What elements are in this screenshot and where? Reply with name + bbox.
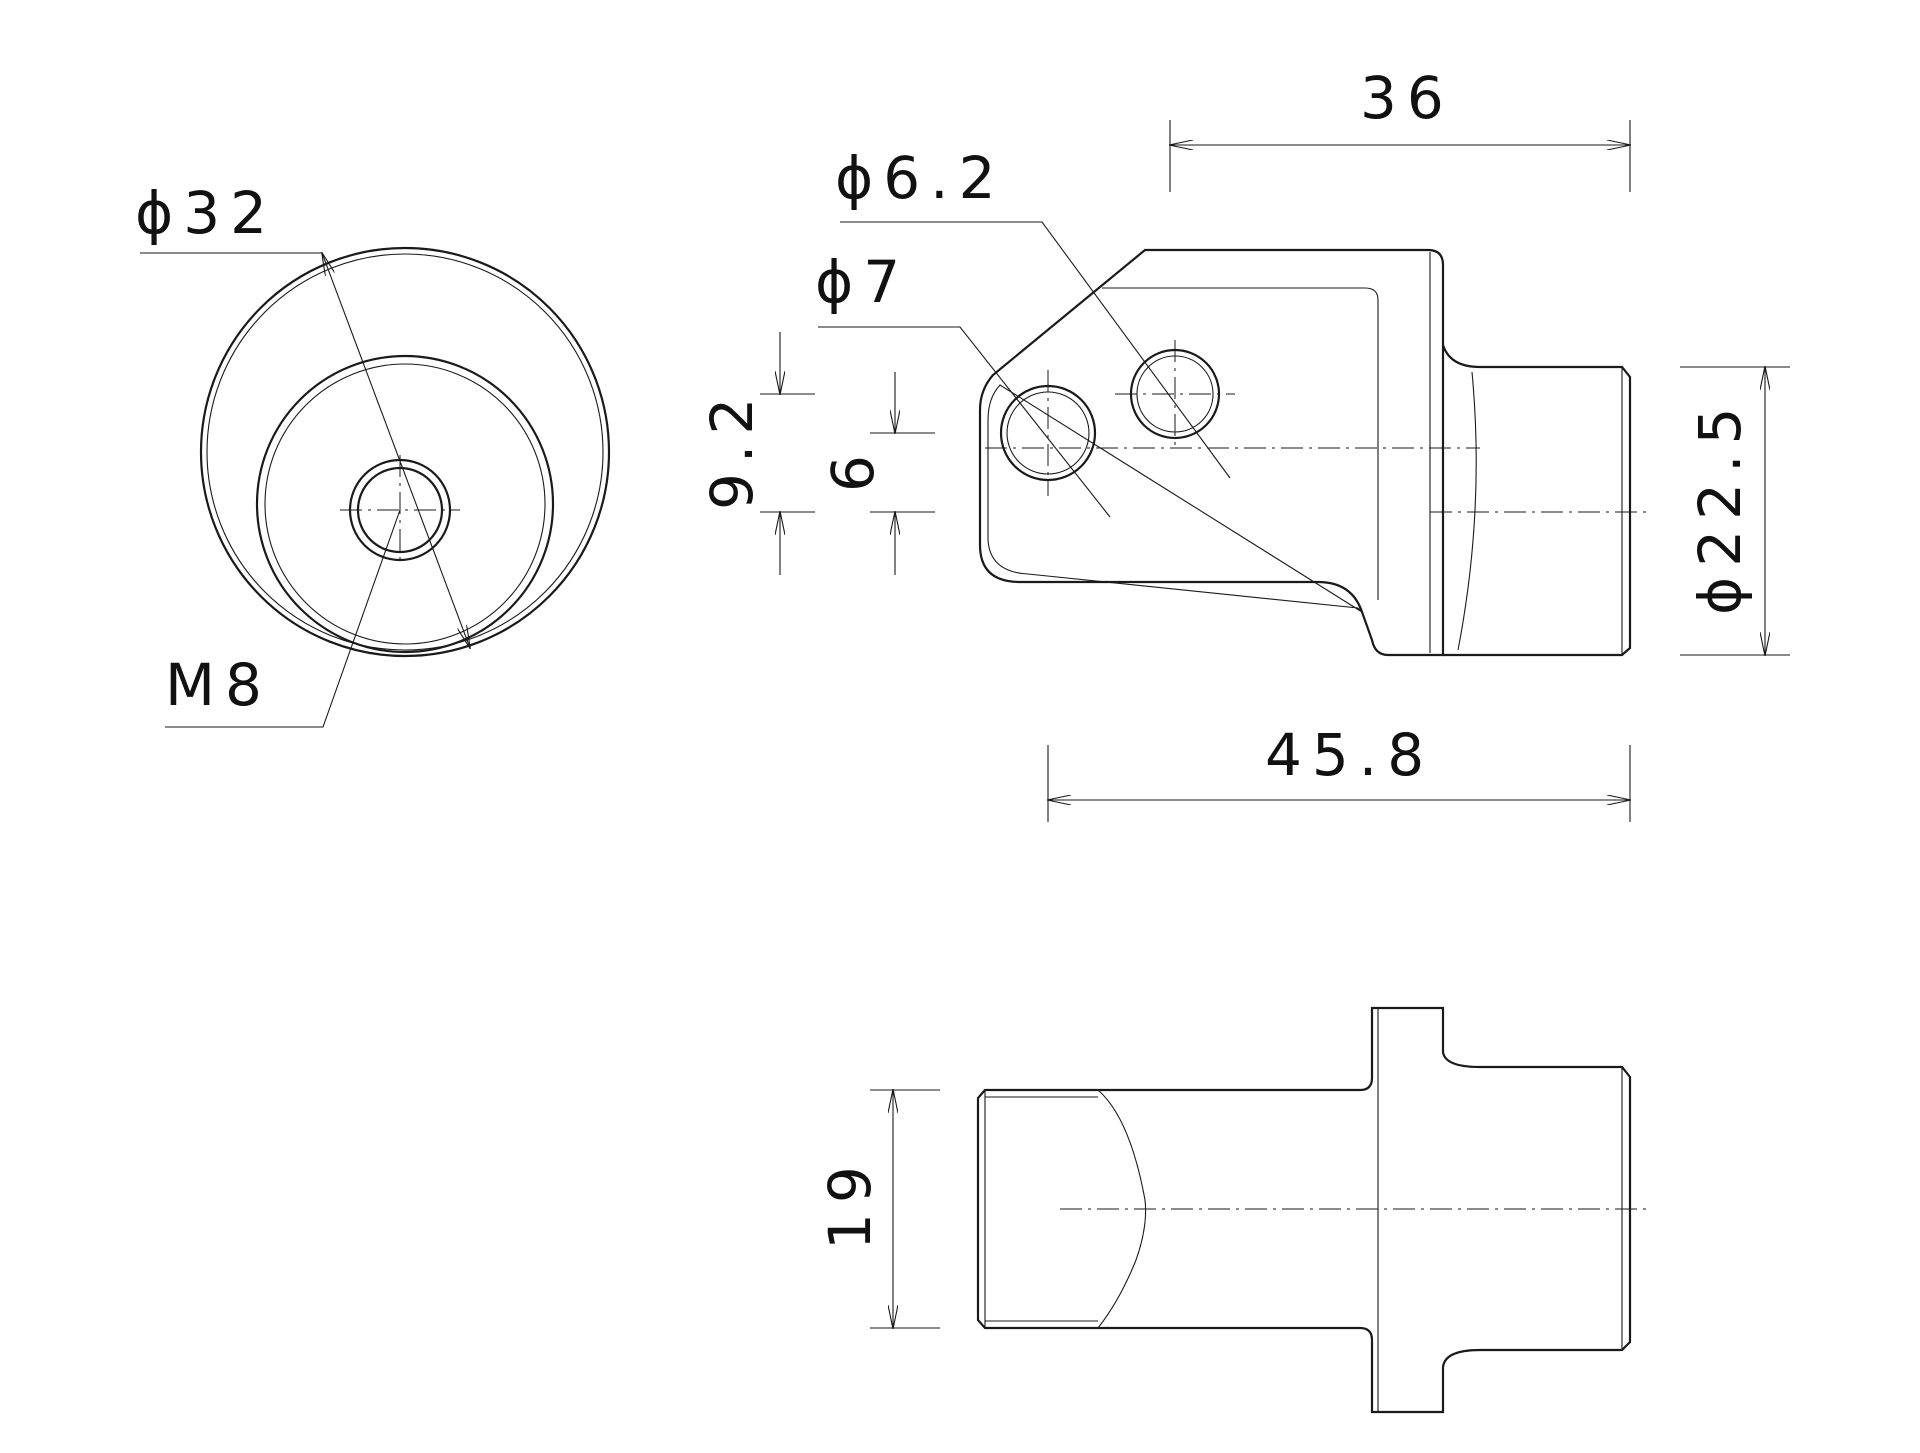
side-body-inner bbox=[987, 287, 1379, 613]
bottom-view: 19 bbox=[816, 1006, 1648, 1414]
bottom-cutout-curve bbox=[1097, 1089, 1147, 1329]
dim-22-5-label: ϕ22.5 bbox=[1686, 398, 1754, 615]
dim-45-8-label: 45.8 bbox=[1265, 721, 1434, 789]
boss-circle-inner bbox=[264, 363, 546, 645]
thread-m8-leader bbox=[165, 509, 401, 728]
diameter-6-2-leader bbox=[840, 221, 1231, 479]
thread-m8-label: M8 bbox=[165, 651, 272, 719]
diameter-7-leader bbox=[818, 326, 1111, 518]
dim-36-label: 36 bbox=[1360, 64, 1454, 132]
dim-19-label: 19 bbox=[816, 1156, 884, 1250]
diameter-7-label: ϕ7 bbox=[815, 248, 910, 316]
outer-circle bbox=[199, 246, 611, 658]
end-view: ϕ32 M8 bbox=[135, 179, 611, 728]
diameter-32-label: ϕ32 bbox=[135, 179, 277, 247]
side-body-outline bbox=[978, 248, 1445, 657]
dim-9-2-label: 9.2 bbox=[698, 388, 766, 510]
dim-6-label: 6 bbox=[819, 445, 887, 492]
side-spigot bbox=[1441, 344, 1632, 657]
bottom-body-outline bbox=[976, 1006, 1632, 1414]
diameter-6-2-label: ϕ6.2 bbox=[835, 144, 1006, 212]
side-view: ϕ6.2 ϕ7 36 45.8 ϕ22.5 9.2 6 bbox=[698, 64, 1790, 822]
boss-circle bbox=[255, 354, 555, 654]
diameter-32-dim-line bbox=[322, 253, 470, 648]
side-spigot-curve bbox=[1457, 371, 1477, 651]
